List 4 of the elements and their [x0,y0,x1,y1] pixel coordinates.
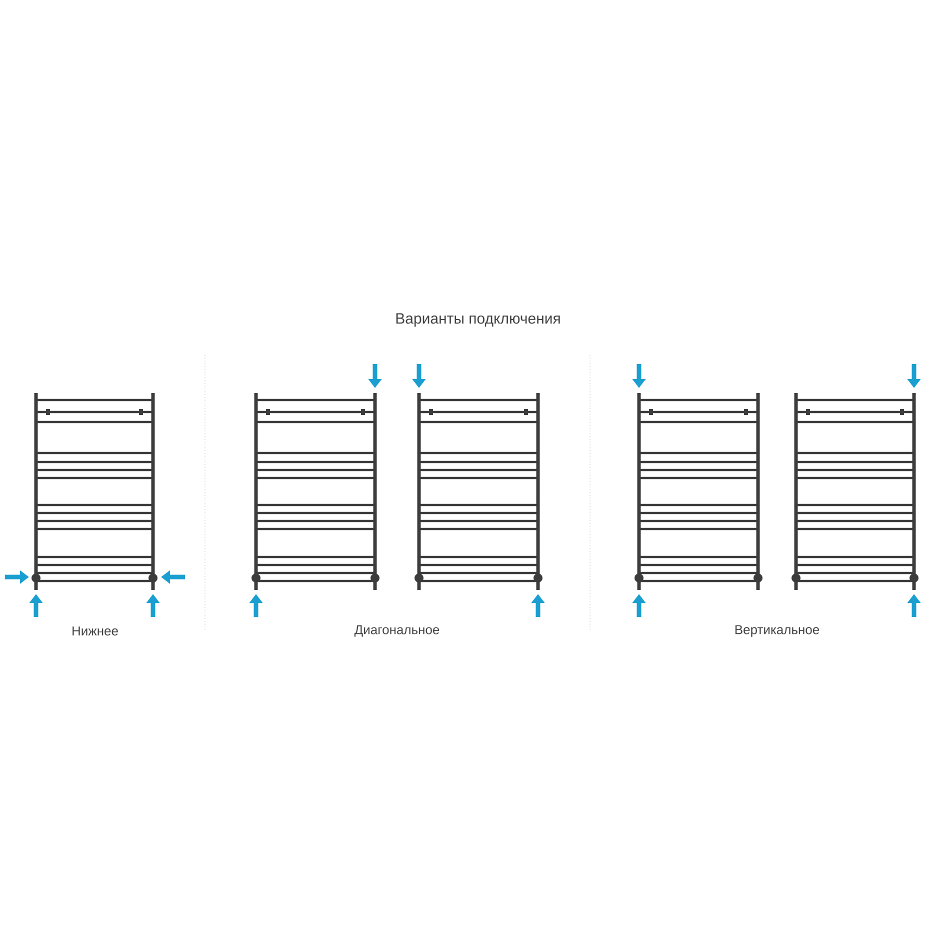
title: Варианты подключения [396,313,560,327]
caption-label: Вертикальное [735,625,820,637]
caption-label: Диагональное [354,625,440,637]
caption-label: Нижнее [72,626,118,636]
